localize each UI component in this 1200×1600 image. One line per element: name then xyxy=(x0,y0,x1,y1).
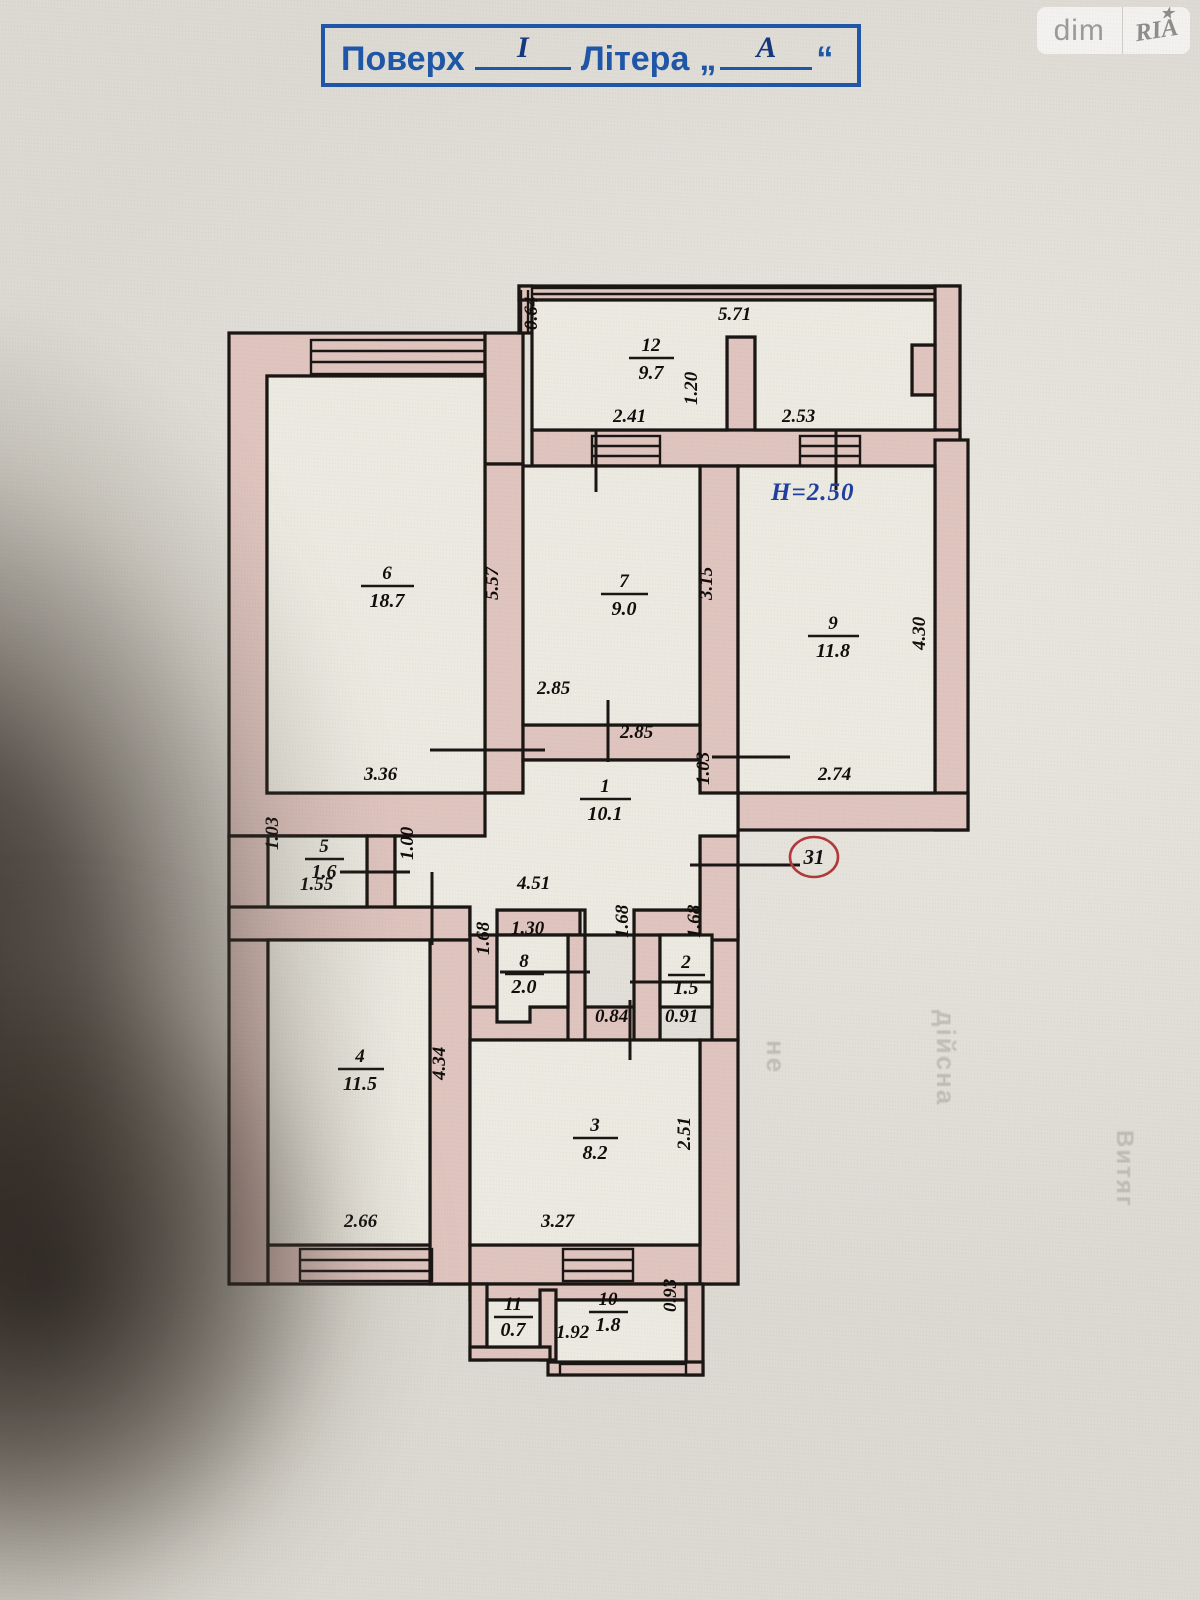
room-10-interior xyxy=(554,1298,688,1364)
quote-close: “ xyxy=(816,39,834,78)
dim-3-36: 3.36 xyxy=(363,764,398,785)
room-11-number: 11 xyxy=(504,1294,522,1315)
dim-0-93: 0.93 xyxy=(660,1279,681,1312)
room-6-number: 6 xyxy=(382,563,392,584)
dim-5-57: 5.57 xyxy=(482,565,503,600)
dim-1-68-a: 1.68 xyxy=(473,921,494,955)
watermark-ria-text: RIA★ xyxy=(1133,7,1180,47)
room-7-interior xyxy=(521,464,702,727)
apartment-number-text: 31 xyxy=(803,845,825,869)
dim-0-84: 0.84 xyxy=(595,1006,628,1027)
dim-1-68-c: 1.68 xyxy=(684,904,705,938)
room-12-interior xyxy=(530,298,937,432)
room-3-interior xyxy=(468,1038,702,1247)
dim-1-30: 1.30 xyxy=(511,918,545,939)
dim-4-51: 4.51 xyxy=(516,873,550,894)
room-5-number: 5 xyxy=(319,836,329,857)
room-9-area: 11.8 xyxy=(816,640,850,662)
room-12-number: 12 xyxy=(642,335,662,356)
watermark-dim-ria: dim RIA★ xyxy=(1036,7,1190,54)
room-6-interior xyxy=(265,374,487,795)
dim-1-20: 1.20 xyxy=(681,371,702,405)
room-2-number: 2 xyxy=(680,952,691,973)
dim-2-74: 2.74 xyxy=(817,764,851,785)
watermark-dim-text: dim xyxy=(1036,7,1122,54)
dim-1-00: 1.00 xyxy=(397,826,418,860)
dim-3-15: 3.15 xyxy=(696,566,717,601)
dim-5-71: 5.71 xyxy=(718,304,751,325)
dim-1-55: 1.55 xyxy=(300,874,334,895)
dim-1-03-b: 1.03 xyxy=(262,817,283,850)
dim-2-41: 2.41 xyxy=(612,406,646,427)
floor-value-handwriting: I xyxy=(516,30,529,64)
dim-4-30: 4.30 xyxy=(909,616,930,651)
dim-1-68-b: 1.68 xyxy=(612,904,633,938)
floor-value-field[interactable]: I xyxy=(474,30,571,70)
room-9-interior xyxy=(736,464,937,795)
room-8-area: 2.0 xyxy=(511,976,537,998)
room-8-number: 8 xyxy=(519,951,529,972)
room-10-area: 1.8 xyxy=(596,1314,621,1336)
floor-letter-stamp: Поверх I Літера „ A “ xyxy=(321,24,861,87)
dim-4-34: 4.34 xyxy=(429,1047,450,1081)
room-7-number: 7 xyxy=(619,571,630,592)
dim-2-85-b: 2.85 xyxy=(619,722,654,743)
room-12-area: 9.7 xyxy=(639,362,665,384)
letter-value-handwriting: A xyxy=(756,30,777,64)
room-1-number: 1 xyxy=(600,776,610,797)
dim-2-53: 2.53 xyxy=(781,406,815,427)
room-7-area: 9.0 xyxy=(612,598,637,620)
stamp-letter-label: Літера xyxy=(580,39,690,78)
dim-2-66: 2.66 xyxy=(343,1211,378,1232)
room-4-number: 4 xyxy=(354,1046,365,1067)
dim-1-92: 1.92 xyxy=(556,1322,590,1343)
watermark-ria-badge: RIA★ xyxy=(1121,7,1190,54)
room-4-area: 11.5 xyxy=(343,1073,377,1095)
room-6-area: 18.7 xyxy=(370,590,406,612)
apartment-number-badge: 31 xyxy=(788,835,840,879)
star-icon: ★ xyxy=(1159,7,1174,22)
room-10-number: 10 xyxy=(599,1289,619,1310)
room-3-number: 3 xyxy=(589,1115,600,1136)
ceiling-height-note: H=2.50 xyxy=(770,479,854,506)
room-9-number: 9 xyxy=(828,613,838,634)
dim-3-27: 3.27 xyxy=(540,1211,576,1232)
room-2-area: 1.5 xyxy=(674,977,699,999)
quote-open: „ xyxy=(699,39,717,78)
dim-0-91: 0.91 xyxy=(665,1006,698,1027)
room-2-interior xyxy=(658,933,714,1009)
dim-2-85-a: 2.85 xyxy=(536,678,571,699)
dim-2-51: 2.51 xyxy=(674,1117,695,1151)
letter-value-field[interactable]: A xyxy=(720,30,813,70)
room-1-area: 10.1 xyxy=(588,803,623,825)
dim-1-03-a: 1.03 xyxy=(693,752,714,785)
room-3-area: 8.2 xyxy=(583,1142,608,1164)
dim-0-64: 0.64 xyxy=(521,297,542,330)
room-11-area: 0.7 xyxy=(501,1319,527,1341)
stamp-floor-label: Поверх xyxy=(341,39,465,78)
